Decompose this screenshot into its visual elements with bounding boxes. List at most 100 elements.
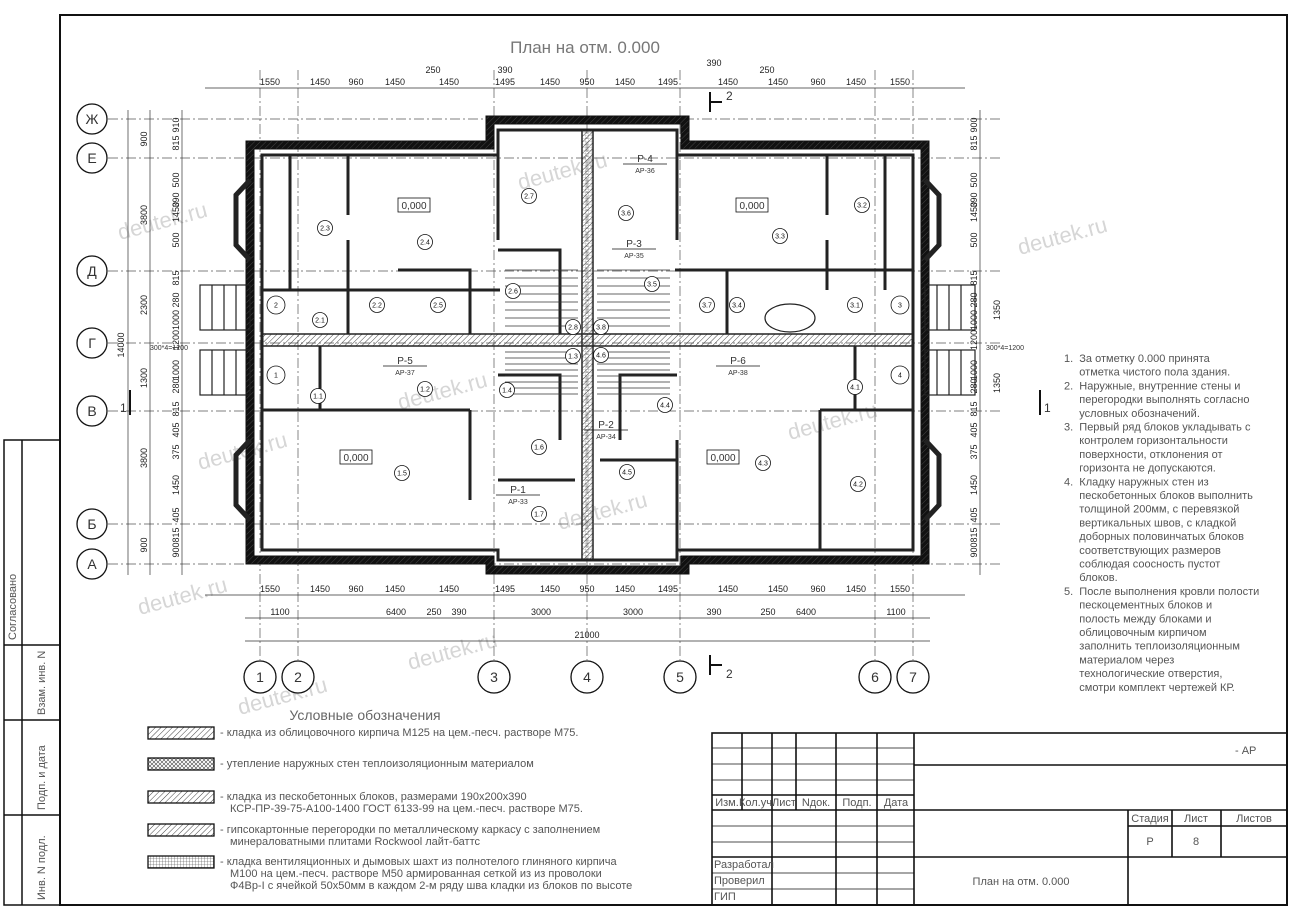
- dim-left-detail: 910: [171, 117, 181, 132]
- dim-right-detail: 1450: [969, 202, 979, 222]
- level-mark: 0,000: [401, 201, 426, 212]
- room-number: 4.6: [596, 353, 606, 360]
- drawing-name: План на отм. 0.000: [973, 876, 1070, 888]
- room-marker: [417, 234, 433, 250]
- room-marker: [310, 388, 326, 404]
- dim-bottom2: 1100: [886, 607, 905, 617]
- axis-bubble: [281, 660, 315, 694]
- dim-top: 1550: [890, 77, 910, 87]
- note-line: пескобетонных блоков выполнить: [1064, 490, 1253, 502]
- title-block: [711, 732, 1288, 906]
- room-number: 1: [274, 373, 278, 380]
- room-marker: [619, 464, 635, 480]
- dim-left-detail: 815: [171, 135, 181, 150]
- legend-text: минераловатными плитами Rockwool лайт-ба…: [230, 836, 480, 848]
- watermark: deutek.ru: [135, 572, 230, 620]
- note-line: блоков.: [1064, 572, 1118, 584]
- stamp-inv-number: Инв. N подл.: [36, 835, 48, 900]
- axis-label: 7: [909, 669, 917, 685]
- axis-label: Ж: [86, 111, 99, 127]
- note-line: условных обозначений.: [1064, 408, 1200, 420]
- axis-bubble: [76, 255, 108, 287]
- legend-title: Условные обозначения: [289, 707, 440, 723]
- dim-bottom: 1495: [495, 584, 515, 594]
- room-marker: [430, 297, 446, 313]
- room-number: 2.2: [372, 303, 382, 310]
- axis-label: А: [87, 556, 97, 572]
- stamp-replaced-inv: Взам. инв. N: [36, 651, 48, 715]
- room-number: 4.1: [850, 385, 860, 392]
- dim-right-detail: 1000: [969, 360, 979, 380]
- dim-right-detail: 1200: [969, 330, 979, 350]
- level-box: [735, 197, 769, 213]
- room-number: 4.4: [660, 403, 670, 410]
- general-notes: 1. За отметку 0.000 принята отметка чист…: [1064, 353, 1259, 694]
- room-marker: [521, 188, 537, 204]
- stage-value: Р: [1146, 836, 1153, 848]
- dim-left: 900: [139, 537, 149, 552]
- dim-bottom2: 250: [760, 607, 775, 617]
- room-number: 1.1: [313, 394, 323, 401]
- title-block-column: Подп.: [842, 797, 871, 809]
- room-number: 3.1: [850, 303, 860, 310]
- dim-porch: 300*4=1200: [150, 345, 188, 352]
- legend-text: М100 на цем.-песч. растворе М50 армирова…: [230, 868, 602, 880]
- room-marker: [317, 220, 333, 236]
- room-number: 1.6: [534, 445, 544, 452]
- legend-text: - утепление наружных стен теплоизоляцион…: [220, 758, 534, 770]
- stage-label: Стадия: [1131, 813, 1169, 825]
- role-chief: ГИП: [714, 891, 736, 903]
- room-marker: [772, 228, 788, 244]
- dim-right-detail: 815: [969, 401, 979, 416]
- room-number: 1.5: [397, 471, 407, 478]
- room-marker: [266, 365, 286, 385]
- note-line: 2. Наружные, внутренние стены и: [1064, 380, 1240, 392]
- room-marker: [847, 379, 863, 395]
- riser-name: Р-6: [730, 356, 746, 367]
- dim-top-extra: 390: [706, 58, 721, 68]
- dim-left-detail: 1450: [171, 475, 181, 495]
- room-marker: [505, 283, 521, 299]
- section-mark-right: 1: [1044, 401, 1051, 415]
- axis-bubble: [858, 660, 892, 694]
- dim-right-detail: 1450: [969, 475, 979, 495]
- dim-top: 960: [810, 77, 825, 87]
- riser-name: Р-4: [637, 154, 653, 165]
- sheet-label: Лист: [1184, 813, 1208, 825]
- note-line: соблюдая соосность пустот: [1064, 559, 1220, 571]
- legend-swatch: [147, 823, 215, 837]
- axis-label: 5: [676, 669, 684, 685]
- room-number: 2.4: [420, 240, 430, 247]
- legend-swatch: [147, 757, 215, 771]
- legend: - кладка из облицовочного кирпича М125 н…: [147, 726, 632, 892]
- dim-top: 1450: [718, 77, 738, 87]
- note-line: контролем горизонтальности: [1064, 435, 1228, 447]
- dim-top: 1450: [540, 77, 560, 87]
- room-labels: 2.12.22.32.42.52.62.72.81.11.21.31.41.51…: [266, 188, 910, 522]
- room-marker: [729, 297, 745, 313]
- room-number: 3.4: [732, 303, 742, 310]
- dim-left-detail: 405: [171, 422, 181, 437]
- legend-text: - кладка вентиляционных и дымовых шахт и…: [220, 856, 618, 868]
- legend-text: Ф4Вр-I с ячейкой 50х50мм в каждом 2-м ря…: [230, 880, 632, 892]
- dim-top: 1450: [846, 77, 866, 87]
- room-number: 2.1: [315, 318, 325, 325]
- room-number: 2.7: [524, 194, 534, 201]
- project-code: - АР: [1235, 745, 1256, 757]
- room-number: 1.3: [568, 354, 578, 361]
- legend-text: - гипсокартонные перегородки по металлич…: [220, 824, 600, 836]
- dim-left-detail: 390: [171, 192, 181, 207]
- room-marker: [565, 348, 581, 364]
- room-marker: [312, 312, 328, 328]
- dim-bottom2: 1100: [270, 607, 289, 617]
- dim-overall: 21000: [574, 630, 599, 640]
- dim-bottom: 1550: [890, 584, 910, 594]
- dim-bottom: 960: [810, 584, 825, 594]
- room-marker: [618, 205, 634, 221]
- axis-label: 6: [871, 669, 879, 685]
- dim-left-detail: 815: [171, 270, 181, 285]
- room-number: 3.2: [857, 203, 867, 210]
- axis-bubble: [243, 660, 277, 694]
